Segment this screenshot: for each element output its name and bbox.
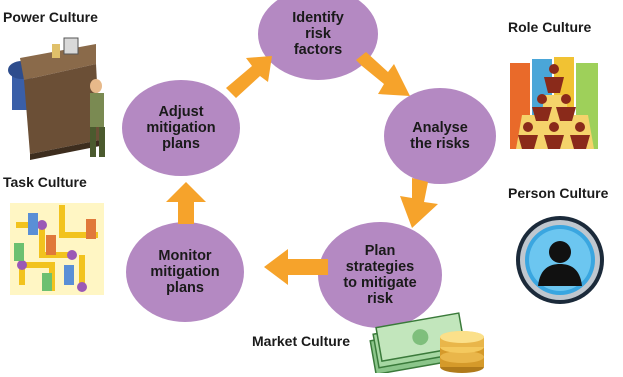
task-culture-label: Task Culture [3,174,87,190]
arrow-plan-to-monitor [264,249,328,285]
arrow-analyse-to-plan [400,178,438,228]
power-culture-label: Power Culture [3,9,98,25]
role-culture-label: Role Culture [508,19,592,35]
market-culture-label: Market Culture [252,333,351,349]
person-silhouette-icon [516,216,604,304]
arrow-identify-to-analyse [356,52,410,96]
people-pyramid-illustration [510,57,598,149]
arrow-monitor-to-adjust [166,182,206,224]
money-coins-illustration [369,312,484,373]
person-culture-label: Person Culture [508,185,609,201]
arrow-adjust-to-identify [226,56,272,98]
desk-manager-illustration [8,37,105,160]
teamwork-circuit-illustration [10,203,104,295]
